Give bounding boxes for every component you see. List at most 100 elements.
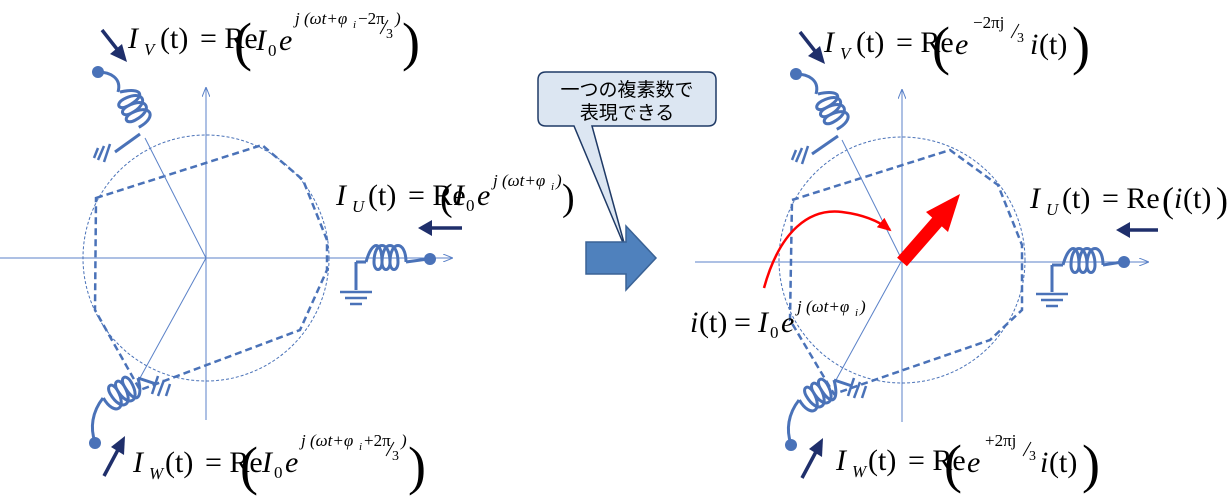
- left-lead-w: [90, 397, 105, 443]
- eq-exponent-body: (ωt+φ: [304, 9, 347, 28]
- eq-exponent-body: (ωt+φ: [806, 297, 849, 316]
- eq-paren-open: (: [234, 12, 252, 72]
- right-arrowhead-v: [808, 46, 825, 64]
- eq-exponent-denominator: 3: [1029, 449, 1036, 464]
- eq-exponential: e: [781, 306, 794, 339]
- eq-exponential: e: [279, 24, 292, 57]
- right-eq-iu: I U (t) = Re ( i (t) ): [1029, 180, 1228, 220]
- eq-i-argument: (t): [1049, 446, 1077, 479]
- eq-equals-re: = Re: [200, 22, 258, 55]
- left-coil-v: [92, 66, 155, 163]
- eq-exponent: −2πj: [973, 13, 1004, 32]
- eq-exponential: e: [477, 179, 490, 212]
- eq-paren-open: (: [944, 434, 962, 494]
- eq-argument: (t): [868, 444, 896, 477]
- eq-exponential: e: [955, 28, 968, 61]
- eq-argument: (t): [368, 179, 396, 212]
- left-ground-lead-v: [114, 132, 141, 154]
- eq-exponent-body: (ωt+φ: [310, 431, 353, 450]
- eq-argument: (t): [1062, 182, 1090, 215]
- left-terminal-u: [424, 253, 436, 265]
- left-ground-u-icon: [340, 290, 372, 306]
- eq-exponent-denominator: 3: [386, 27, 393, 42]
- right-phase-w-line: [835, 259, 903, 381]
- right-lead-v: [795, 72, 819, 95]
- eq-i: i: [1174, 182, 1182, 215]
- eq-exponent-body: (ωt+φ: [502, 171, 545, 190]
- eq-exponent-close: ): [400, 431, 407, 450]
- eq-symbol: I: [132, 446, 145, 479]
- right-terminal-u: [1118, 256, 1130, 268]
- eq-paren-open: (: [932, 16, 950, 76]
- callout-shape: [537, 71, 717, 251]
- eq-argument: (t): [699, 306, 727, 339]
- left-eq-iu: I U (t) = Re ( I 0 e j (ωt+φ i ) ): [335, 171, 575, 219]
- eq-exponent-denominator: 3: [1017, 31, 1024, 46]
- red-phasor-head: [926, 194, 960, 232]
- eq-subscript: U: [352, 197, 366, 216]
- eq-base: I: [261, 446, 274, 479]
- eq-base-subscript: 0: [770, 323, 779, 342]
- eq-argument: (t): [160, 22, 188, 55]
- right-coil-v: [790, 68, 853, 165]
- eq-base: I: [453, 179, 466, 212]
- eq-equals-re: = Re: [896, 26, 954, 59]
- eq-i: i: [1040, 446, 1048, 479]
- eq-paren-close: ): [402, 12, 420, 72]
- eq-base-subscript: 0: [274, 463, 283, 482]
- left-arrow-w: [102, 445, 122, 477]
- right-terminal-w: [785, 439, 797, 451]
- left-arrowhead-w: [111, 436, 125, 455]
- left-terminal-w: [89, 437, 101, 449]
- eq-exponent-phi-subscript: i: [551, 181, 554, 193]
- eq-equals: =: [734, 306, 751, 339]
- left-dashed-rotor: [93, 143, 329, 392]
- eq-equals-re: = Re: [908, 444, 966, 477]
- eq-equals-re: = Re: [1102, 182, 1160, 215]
- left-coil-w: [89, 370, 172, 449]
- left-phase-v-line: [144, 137, 207, 259]
- red-curved-arrow: [762, 210, 892, 289]
- eq-base: I: [255, 24, 268, 57]
- callout-line-2: 表現できる: [580, 102, 675, 124]
- eq-equals-re: = Re: [205, 446, 263, 479]
- eq-i-argument: (t): [1039, 28, 1067, 61]
- right-lead-w: [786, 399, 801, 445]
- left-ground-v-icon: [92, 143, 112, 163]
- eq-exponent-tail: +2π: [364, 431, 391, 450]
- eq-exponent-close: ): [859, 297, 866, 316]
- eq-exponent-phi-subscript: i: [359, 441, 362, 453]
- left-dotted-circle: [82, 134, 330, 382]
- eq-paren-close: ): [1216, 180, 1228, 220]
- right-eq-iv: I V (t) = Re ( e −2πj 3 i (t) ): [823, 13, 1090, 76]
- eq-symbol: I: [835, 444, 848, 477]
- right-ground-w-icon: [846, 377, 868, 399]
- left-diagram: I V (t) = Re ( I 0 e j (ωt+φ i −2π 3 ) )…: [0, 9, 575, 496]
- right-eq-idef: i (t) = I 0 e j (ωt+φ i ): [690, 297, 866, 342]
- callout-bubble: 一つの複素数で 表現できる: [537, 71, 717, 251]
- eq-paren-close: ): [408, 436, 426, 496]
- eq-equals-re: = Re: [408, 179, 466, 212]
- eq-subscript: W: [149, 464, 165, 483]
- right-dotted-circle: [778, 136, 1026, 384]
- eq-subscript: U: [1046, 200, 1060, 219]
- eq-exponent-j: j: [293, 9, 300, 28]
- eq-symbol: I: [1029, 182, 1042, 215]
- eq-i: i: [1030, 28, 1038, 61]
- right-coil-u: [1036, 247, 1130, 308]
- eq-paren-open: (: [240, 436, 258, 496]
- right-eq-iw: I W (t) = Re ( e +2πj 3 i (t) ): [835, 431, 1100, 494]
- eq-i: i: [690, 306, 698, 339]
- eq-exponent-close: ): [555, 171, 562, 190]
- eq-exponential: e: [285, 446, 298, 479]
- eq-symbol: I: [127, 22, 140, 55]
- left-coil-u: [340, 244, 436, 306]
- right-arrowhead-w: [809, 438, 823, 457]
- left-phase-w-line: [139, 257, 207, 379]
- right-dashed-rotor: [788, 148, 1024, 396]
- eq-base: I: [757, 306, 770, 339]
- right-arrowhead-u: [1116, 222, 1130, 238]
- right-arrow-w: [800, 447, 820, 479]
- eq-subscript: V: [144, 40, 157, 59]
